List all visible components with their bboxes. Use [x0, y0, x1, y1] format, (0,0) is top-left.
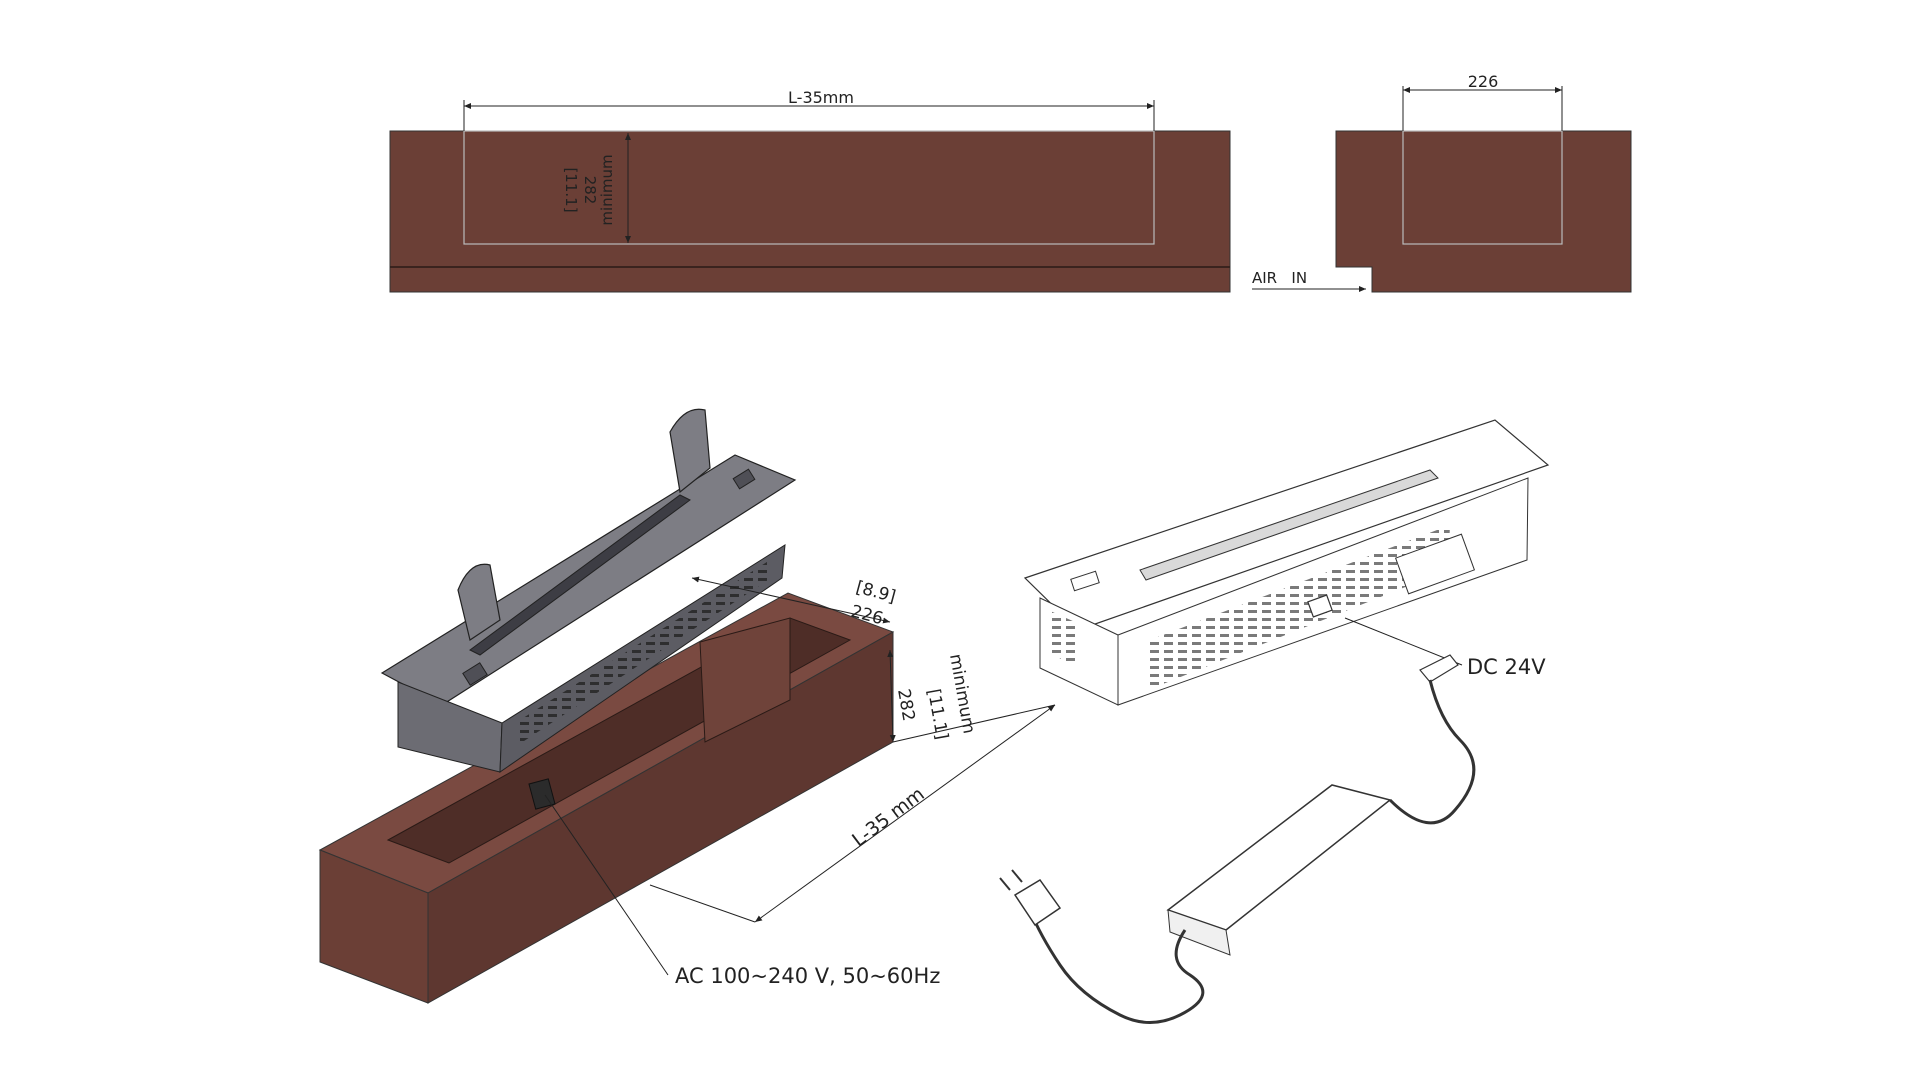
lifting-handle-right: [669, 408, 711, 494]
dc-power-label: DC 24V: [1467, 655, 1546, 679]
burner-access-hatch: [1394, 533, 1476, 595]
top-height-bracket: [11.1]: [562, 167, 580, 212]
ac-plug: [1013, 879, 1062, 927]
side-elevation-brick: [1335, 130, 1632, 293]
lifting-handle-left: [457, 563, 501, 641]
ac-plug-pins: [999, 869, 1023, 891]
top-height-note: minimum: [598, 154, 616, 225]
iso-length-label: L-35 mm: [848, 783, 929, 851]
insert-indicator: [732, 468, 756, 490]
side-width-label: 226: [1468, 72, 1499, 91]
iso-length-extension-left: [649, 884, 756, 923]
iso-height-note: minimum: [945, 652, 979, 735]
ac-power-label: AC 100~240 V, 50~60Hz: [675, 964, 940, 988]
dc-leader-line: [1344, 617, 1463, 666]
burner-vent-slots: [1148, 525, 1450, 690]
front-elevation-brick: [389, 130, 1231, 293]
dc-cable: [1388, 679, 1476, 825]
ac-socket: [528, 778, 556, 810]
burner-short-vent-slots: [1048, 610, 1075, 665]
burner-control-buttons: [1070, 570, 1100, 592]
iso-height-value: 282: [893, 687, 918, 722]
top-height-value: 282: [581, 176, 599, 205]
air-in-label: AIR IN: [1252, 269, 1307, 287]
front-elevation-cutout-outline: [463, 130, 1155, 245]
power-adapter: [1166, 784, 1392, 931]
ac-leader-line: [544, 794, 669, 976]
insert-control-panel: [462, 662, 488, 686]
side-elevation-cutout-outline: [1402, 130, 1563, 245]
top-length-label: L-35mm: [788, 88, 854, 107]
power-adapter-side: [1167, 909, 1231, 956]
burner-adapter-view: DC 24V: [999, 419, 1550, 1024]
ac-cable: [1028, 909, 1205, 1024]
side-elevation-view: 226 AIR IN: [1252, 72, 1632, 293]
insert-burner-slot: [469, 494, 691, 656]
iso-length-dimension-line: [754, 704, 1056, 923]
burner-dc-socket: [1307, 594, 1333, 618]
isometric-installation-view: [8.9] 226 282 [11.1] minimum L-35 mm AC …: [318, 408, 1056, 1004]
front-elevation-view: L-35mm [11.1] 282 minimum: [389, 88, 1231, 293]
dc-plug: [1419, 654, 1459, 683]
burner-flame-slot: [1139, 469, 1439, 581]
iso-width-dimension-line: [691, 576, 891, 624]
iso-height-bracket: [11.1]: [923, 687, 952, 741]
